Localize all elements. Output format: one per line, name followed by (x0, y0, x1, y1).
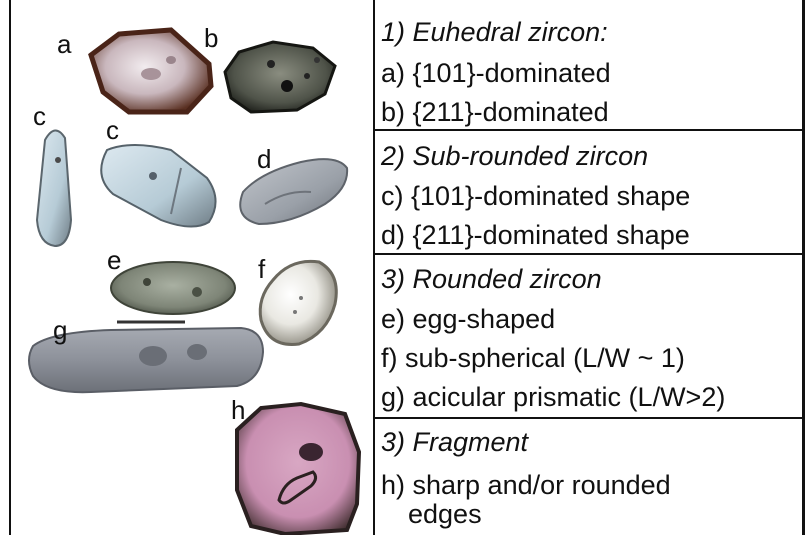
legend-item-f: f) sub-spherical (L/W ~ 1) (381, 343, 685, 373)
section-divider-3 (373, 417, 805, 419)
section-heading-rounded: 3) Rounded zircon (381, 264, 602, 294)
grain-a (91, 30, 211, 112)
grain-label-c-center: c (106, 116, 119, 144)
grain-label-d: d (257, 145, 271, 173)
grain-label-b: b (204, 24, 218, 52)
grain-label-f: f (258, 255, 265, 283)
grain-e (111, 262, 235, 322)
section-heading-sub-rounded: 2) Sub-rounded zircon (381, 141, 648, 171)
grain-f (260, 261, 336, 344)
zircon-grain-images (11, 0, 373, 535)
section-divider-2 (373, 253, 805, 255)
legend-item-h: h) sharp and/or rounded (381, 470, 671, 500)
grain-h (237, 404, 359, 534)
grain-c-center (101, 145, 215, 227)
section-heading-fragment: 3) Fragment (381, 427, 528, 457)
column-divider (373, 0, 375, 535)
legend-item-e: e) egg-shaped (381, 304, 555, 334)
legend-item-b: b) {211}-dominated (381, 97, 609, 127)
legend-item-h-continued: edges (408, 499, 482, 529)
grain-label-c-left: c (33, 102, 46, 130)
section-divider-1 (373, 129, 805, 131)
legend-item-c: c) {101}-dominated shape (381, 181, 690, 211)
legend-item-d: d) {211}-dominated shape (381, 220, 690, 250)
legend-item-a: a) {101}-dominated (381, 58, 611, 88)
section-heading-euhedral: 1) Euhedral zircon: (381, 17, 608, 47)
legend-item-g: g) acicular prismatic (L/W>2) (381, 382, 725, 412)
grain-c-left (37, 130, 71, 246)
grain-label-a: a (57, 30, 71, 58)
grain-label-h: h (231, 396, 245, 424)
grain-label-e: e (107, 246, 121, 274)
grain-b (225, 42, 335, 112)
grain-label-g: g (53, 316, 67, 344)
